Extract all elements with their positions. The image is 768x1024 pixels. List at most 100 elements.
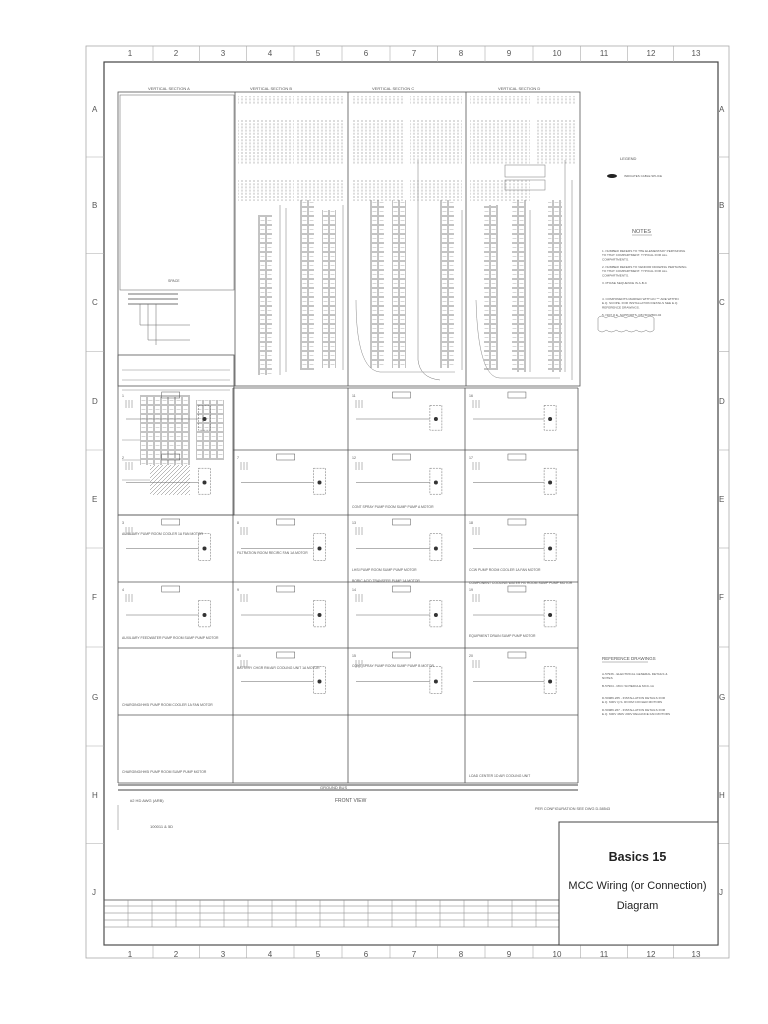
compartment-label: LOAD CENTER 1D AIR COOLING UNIT	[469, 774, 530, 778]
svg-text:9: 9	[237, 588, 239, 592]
svg-text:2: 2	[122, 456, 124, 460]
reference-line: D-50986.267 - INSTALLATION DETAILS FOR	[602, 708, 666, 712]
notes: NOTES 1. NUMBER REFERS TO THE ELEMENTARY…	[597, 229, 687, 333]
compartment-cell: 8	[237, 518, 326, 561]
reference-title: REFERENCE DRAWINGS	[602, 656, 656, 661]
terminal-area: SPACE	[117, 91, 581, 387]
title-block-line1: Basics 15	[608, 850, 667, 864]
title-block: Basics 15 MCC Wiring (or Connection) Dia…	[560, 822, 715, 944]
compartment-cell: 17	[469, 453, 557, 495]
row-marker-J: J	[92, 888, 96, 897]
section-b-label: VERTICAL SECTION B	[250, 86, 292, 91]
column-marker-5: 5	[316, 950, 321, 959]
svg-text:SPACE: SPACE	[168, 279, 180, 283]
row-marker-H: H	[719, 791, 725, 800]
column-marker-12: 12	[647, 950, 656, 959]
legend-title: LEGEND	[620, 156, 637, 161]
note-line: COMPARTMENTS.	[602, 257, 629, 261]
column-marker-3: 3	[221, 49, 226, 58]
row-marker-E: E	[719, 495, 724, 504]
compartment-label: CHARGING/HHSI PUMP ROOM SUMP PUMP MOTOR	[122, 770, 207, 774]
compartment-label: AUXILIARY FEEDWATER PUMP ROOM SUMP PUMP …	[122, 636, 219, 640]
row-marker-H: H	[92, 791, 98, 800]
row-marker-G: G	[719, 693, 725, 702]
reference-line: E.Q. 600V Q.S. ROOM COOLER MOTORS	[602, 700, 662, 704]
ground-bus-label: GROUND BUS	[320, 785, 347, 790]
column-marker-6: 6	[364, 950, 369, 959]
title-block-line3: Diagram	[616, 900, 659, 912]
control-wiring-block	[117, 354, 235, 516]
column-marker-10: 10	[553, 49, 562, 58]
per-configuration: PER CONFIGURATION SEE DWG D-58543	[535, 807, 610, 811]
svg-text:15: 15	[352, 654, 356, 658]
compartment-label: CONT SPRAY PUMP ROOM SUMP PUMP B MOTOR	[352, 664, 434, 668]
svg-text:1: 1	[122, 394, 124, 398]
reference-line: NOTES	[602, 676, 613, 680]
reference-list: A-57936 - ELECTRICAL GENERAL DETAILS &NO…	[602, 672, 670, 716]
note-line: 4. COMPONENTS MARKED WITH AN "*" ARE WIT…	[602, 297, 679, 301]
note-line: TO THAT COMPARTMENT. TYPICAL FOR ALL	[602, 253, 668, 257]
row-marker-A: A	[92, 105, 98, 114]
column-marker-13: 13	[692, 49, 701, 58]
column-marker-2: 2	[174, 950, 179, 959]
svg-text:7: 7	[237, 456, 239, 460]
reference-line: A-57936 - ELECTRICAL GENERAL DETAILS &	[602, 672, 668, 676]
ground-bus: GROUND BUS FRONT VIEW #2 HD AWG (ARB) 10…	[117, 784, 610, 830]
note-line: REFERENCE DRAWINGS.	[602, 305, 640, 309]
note-line: 5. NOT Q.E. SUPPORTS, P/N 5F02563-02	[602, 313, 661, 317]
svg-text:8: 8	[237, 521, 239, 525]
row-marker-E: E	[92, 495, 97, 504]
row-marker-D: D	[719, 397, 725, 406]
compartment-label: COMPONENT COOLING WATER HX ROOM SUMP PUM…	[469, 581, 573, 585]
reference-line: B-57904 - MCC SCHEDULE MCC-1A	[602, 684, 655, 688]
note-line: 3. PHASE SEQUENCE IS A-B-C	[602, 281, 648, 285]
legend-item: INDICATES CABLE SPLICE	[624, 174, 662, 178]
svg-text:11: 11	[352, 394, 356, 398]
row-marker-F: F	[719, 593, 724, 602]
revision-block	[103, 899, 561, 946]
compartment-label: FILTRATION ROOM RECIRC FAN 1A MOTOR	[237, 551, 308, 555]
svg-text:14: 14	[352, 588, 356, 592]
column-marker-11: 11	[600, 950, 609, 959]
column-marker-10: 10	[553, 950, 562, 959]
note-line: COMPARTMENTS.	[602, 273, 629, 277]
compartment-cell: 3	[122, 518, 211, 561]
column-marker-13: 13	[692, 950, 701, 959]
compartment-cell: 4	[122, 585, 211, 628]
title-block-frame	[558, 821, 719, 946]
column-marker-6: 6	[364, 49, 369, 58]
section-d-label: VERTICAL SECTION D	[498, 86, 540, 91]
column-marker-1: 1	[128, 49, 133, 58]
svg-text:3: 3	[122, 521, 124, 525]
column-marker-4: 4	[268, 49, 273, 58]
compartment-cell: 9	[237, 585, 326, 628]
svg-text:10: 10	[237, 654, 241, 658]
note-5-cloud	[597, 315, 655, 333]
column-marker-2: 2	[174, 49, 179, 58]
svg-text:18: 18	[469, 521, 473, 525]
compartment-cell: 13	[352, 518, 443, 561]
compartment-cell: 15	[352, 651, 443, 694]
svg-text:4: 4	[122, 588, 124, 592]
compartment-cell: 19	[469, 585, 557, 628]
column-marker-11: 11	[600, 49, 609, 58]
svg-text:16: 16	[469, 394, 473, 398]
column-marker-9: 9	[507, 950, 512, 959]
column-marker-5: 5	[316, 49, 321, 58]
row-marker-D: D	[92, 397, 98, 406]
compartment-label: CHARGING/HHSI PUMP ROOM COOLER 1A FAN MO…	[122, 703, 213, 707]
column-marker-3: 3	[221, 950, 226, 959]
svg-text:17: 17	[469, 456, 473, 460]
compartment-label: CCW PUMP ROOM COOLER 1A FAN MOTOR	[469, 568, 541, 572]
compartment-label: BATTERY CHGR RM AIR COOLING UNIT 1A MOTO…	[237, 666, 320, 670]
column-marker-8: 8	[459, 950, 464, 959]
column-marker-7: 7	[412, 49, 417, 58]
svg-text:20: 20	[469, 654, 473, 658]
compartment-cell: 20	[469, 651, 557, 694]
column-marker-9: 9	[507, 49, 512, 58]
